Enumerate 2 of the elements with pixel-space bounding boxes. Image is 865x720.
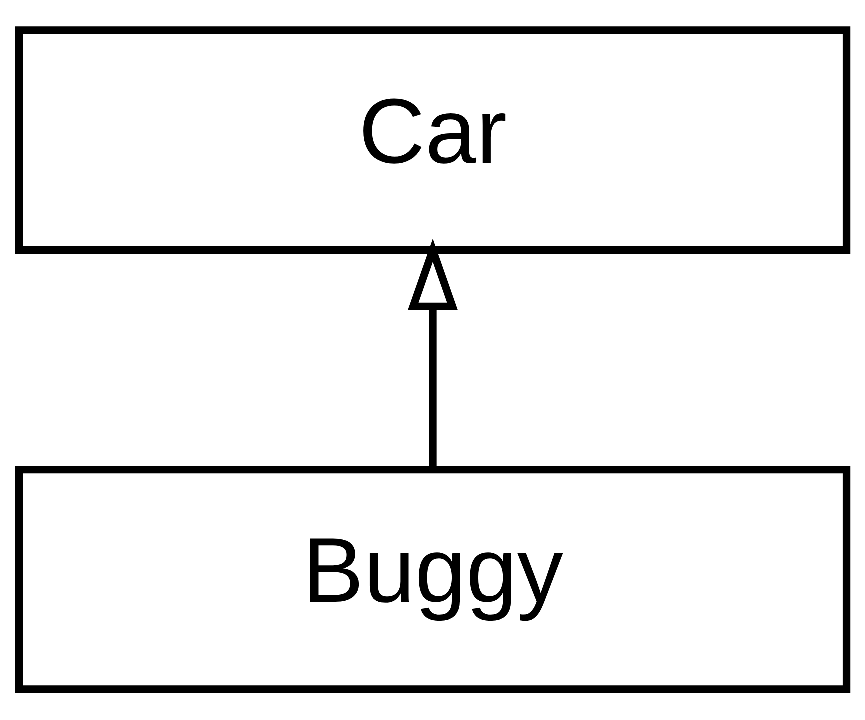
node-box: Car — [14, 26, 850, 254]
node-box: Buggy — [14, 466, 850, 694]
